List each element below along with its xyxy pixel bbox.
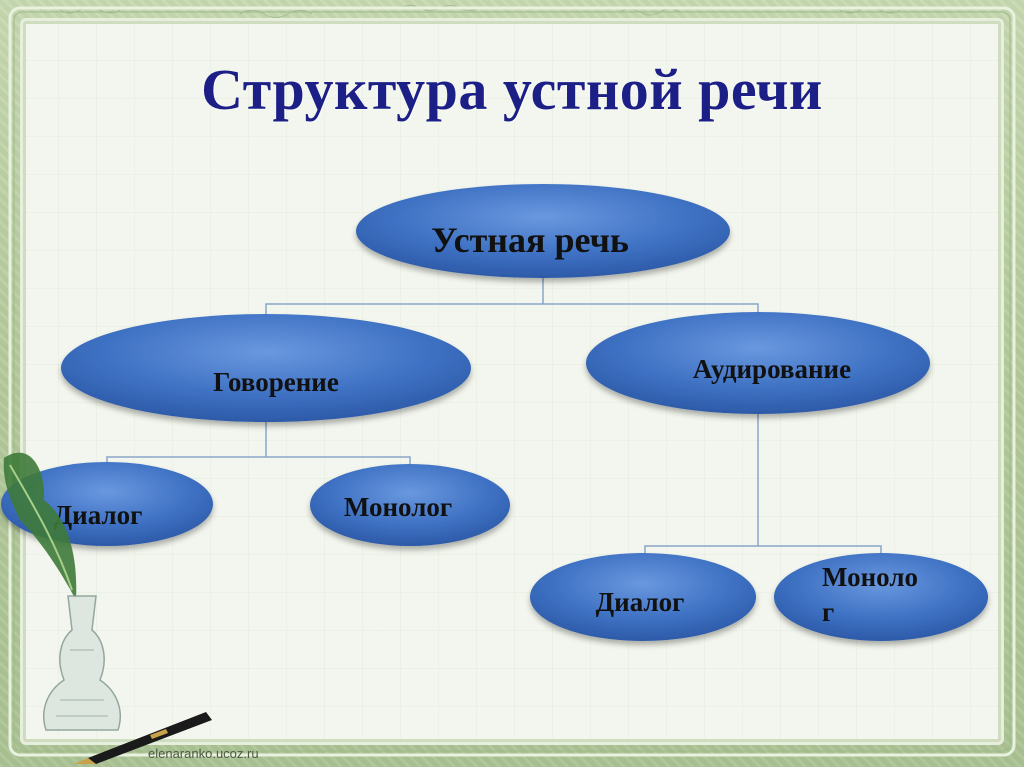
node-speaking-dialogue-label: Диалог: [54, 500, 143, 530]
connector-speaking: [106, 422, 411, 466]
node-oral-speech: Устная речь: [356, 184, 730, 278]
node-listening: Аудирование: [586, 312, 930, 414]
node-speaking-label: Говорение: [213, 367, 339, 397]
node-speaking-monologue-label: Монолог: [344, 492, 452, 522]
node-listening-monologue: Моноло г: [774, 553, 988, 641]
node-listening-dialogue: Диалог: [530, 553, 756, 641]
fountain-pen-icon: [74, 712, 212, 764]
connectors: [106, 278, 882, 556]
connector-listening: [644, 414, 882, 556]
connector-root: [265, 278, 759, 318]
node-listening-monologue-label: Моноло г: [822, 562, 925, 627]
node-listening-monologue-line-2: г: [822, 597, 834, 627]
leaf-icon: [3, 452, 77, 600]
node-listening-monologue-line-1: Моноло: [822, 562, 918, 592]
slide-title: Структура устной речи: [201, 57, 823, 122]
node-listening-label: Аудирование: [693, 354, 851, 384]
node-speaking: Говорение: [61, 314, 471, 422]
node-listening-dialogue-label: Диалог: [596, 587, 685, 617]
watermark-text: elenaranko.ucoz.ru: [148, 746, 259, 761]
node-oral-speech-label: Устная речь: [431, 220, 629, 260]
node-speaking-monologue: Монолог: [310, 464, 510, 546]
crystal-vase-icon: [43, 595, 121, 731]
